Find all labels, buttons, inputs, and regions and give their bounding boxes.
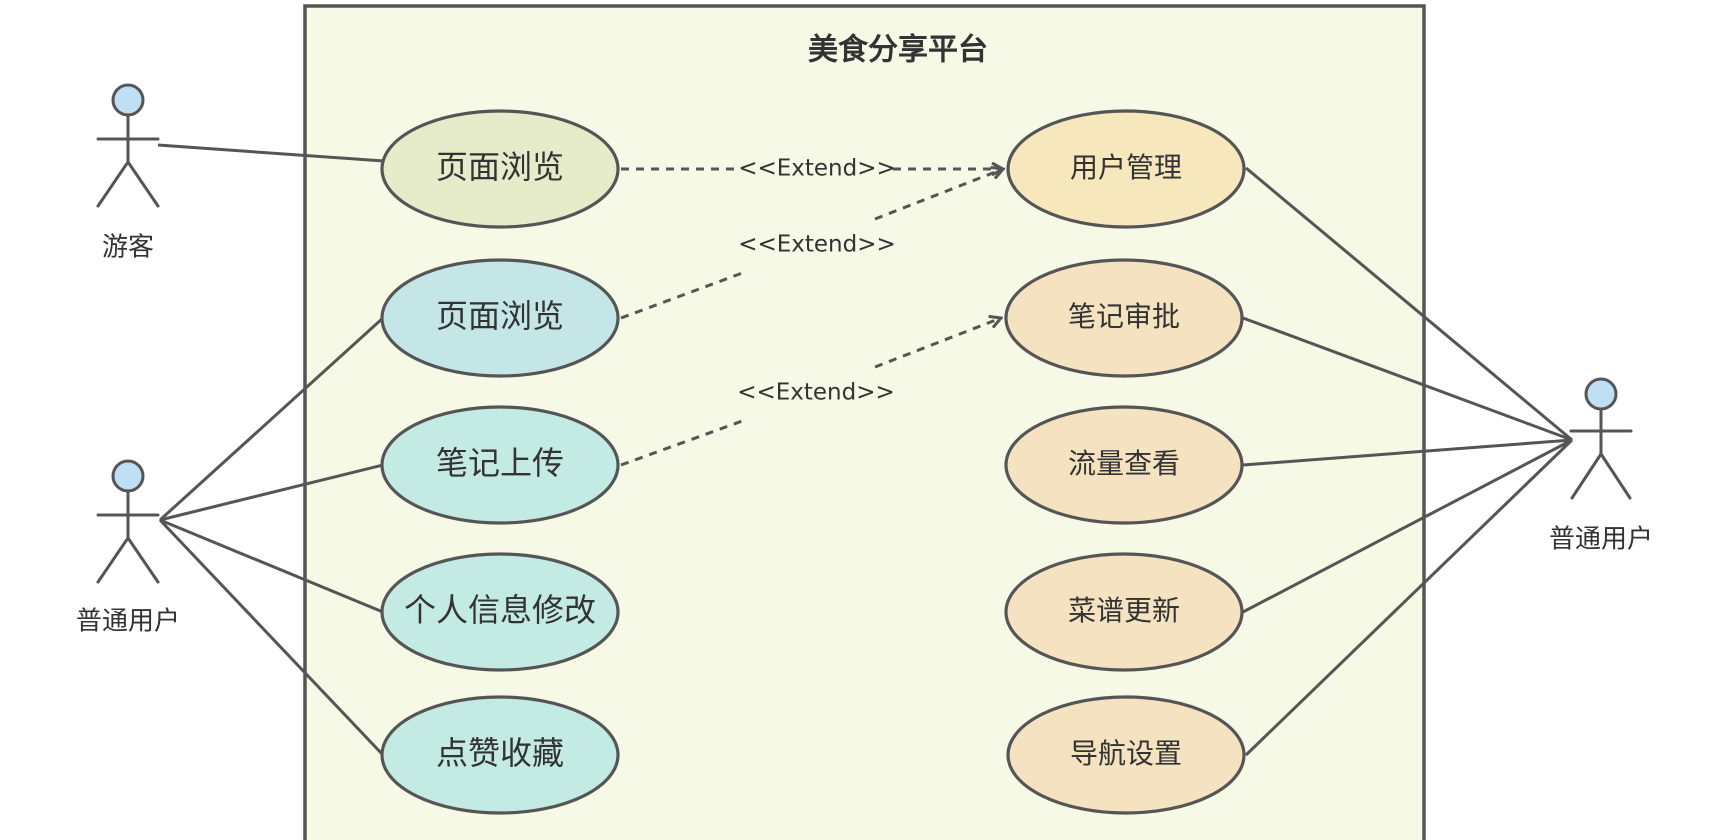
use-case-label: 页面浏览 (436, 297, 564, 335)
use-case-nav-settings (1006, 695, 1246, 815)
assoc-user-profile (159, 518, 384, 614)
use-case-label: 点赞收藏 (436, 734, 564, 772)
actor-head (111, 459, 145, 493)
assoc-admin-recipe (1242, 438, 1573, 614)
use-case-label: 个人信息修改 (404, 591, 596, 629)
actor-user-left: 普通用户 (76, 459, 180, 637)
use-case-traffic-view (1004, 405, 1244, 525)
use-case-label: 菜谱更新 (1068, 594, 1180, 627)
use-case-note-approval (1004, 258, 1244, 378)
extend-line-3a (620, 418, 746, 467)
actor-label-user-right: 普通用户 (1549, 525, 1653, 555)
use-case-profile-edit (380, 552, 620, 672)
actor-label-visitor: 游客 (102, 233, 154, 263)
assoc-admin-usermgmt (1245, 166, 1573, 442)
actor-label-user-left: 普通用户 (76, 607, 180, 637)
extend-label-3: <<Extend>> (737, 380, 895, 406)
extend-label-2: <<Extend>> (738, 232, 896, 258)
use-case-label: 流量查看 (1068, 447, 1180, 480)
assoc-admin-traffic (1242, 438, 1573, 467)
assoc-user-upload (159, 463, 384, 522)
assoc-visitor-browse (157, 143, 384, 163)
actor-head (111, 83, 145, 117)
actor-user-right: 普通用户 (1549, 377, 1653, 555)
extend-label-1: <<Extend>> (738, 156, 896, 182)
use-case-note-upload (380, 405, 620, 525)
use-case-label: 导航设置 (1070, 737, 1182, 770)
extend-line-2a (620, 270, 746, 320)
assoc-admin-nav (1244, 438, 1574, 757)
assoc-user-like (158, 518, 385, 757)
use-case-user-management (1006, 109, 1246, 229)
assoc-admin-approve (1242, 316, 1573, 442)
use-case-label: 用户管理 (1070, 151, 1182, 184)
extend-line-2b (874, 169, 1003, 221)
use-case-label: 笔记上传 (436, 444, 564, 482)
use-case-like-collect (380, 695, 620, 815)
use-case-browse-visitor (380, 109, 620, 229)
actor-head (1584, 377, 1618, 411)
extend-line-3b (874, 318, 1001, 369)
system-title: 美食分享平台 (808, 33, 988, 68)
use-case-browse-user (380, 258, 620, 378)
use-case-label: 页面浏览 (436, 148, 564, 186)
actor-visitor: 游客 (96, 83, 160, 263)
use-case-recipe-update (1004, 552, 1244, 672)
assoc-user-browse (158, 316, 385, 522)
use-case-label: 笔记审批 (1068, 300, 1180, 333)
